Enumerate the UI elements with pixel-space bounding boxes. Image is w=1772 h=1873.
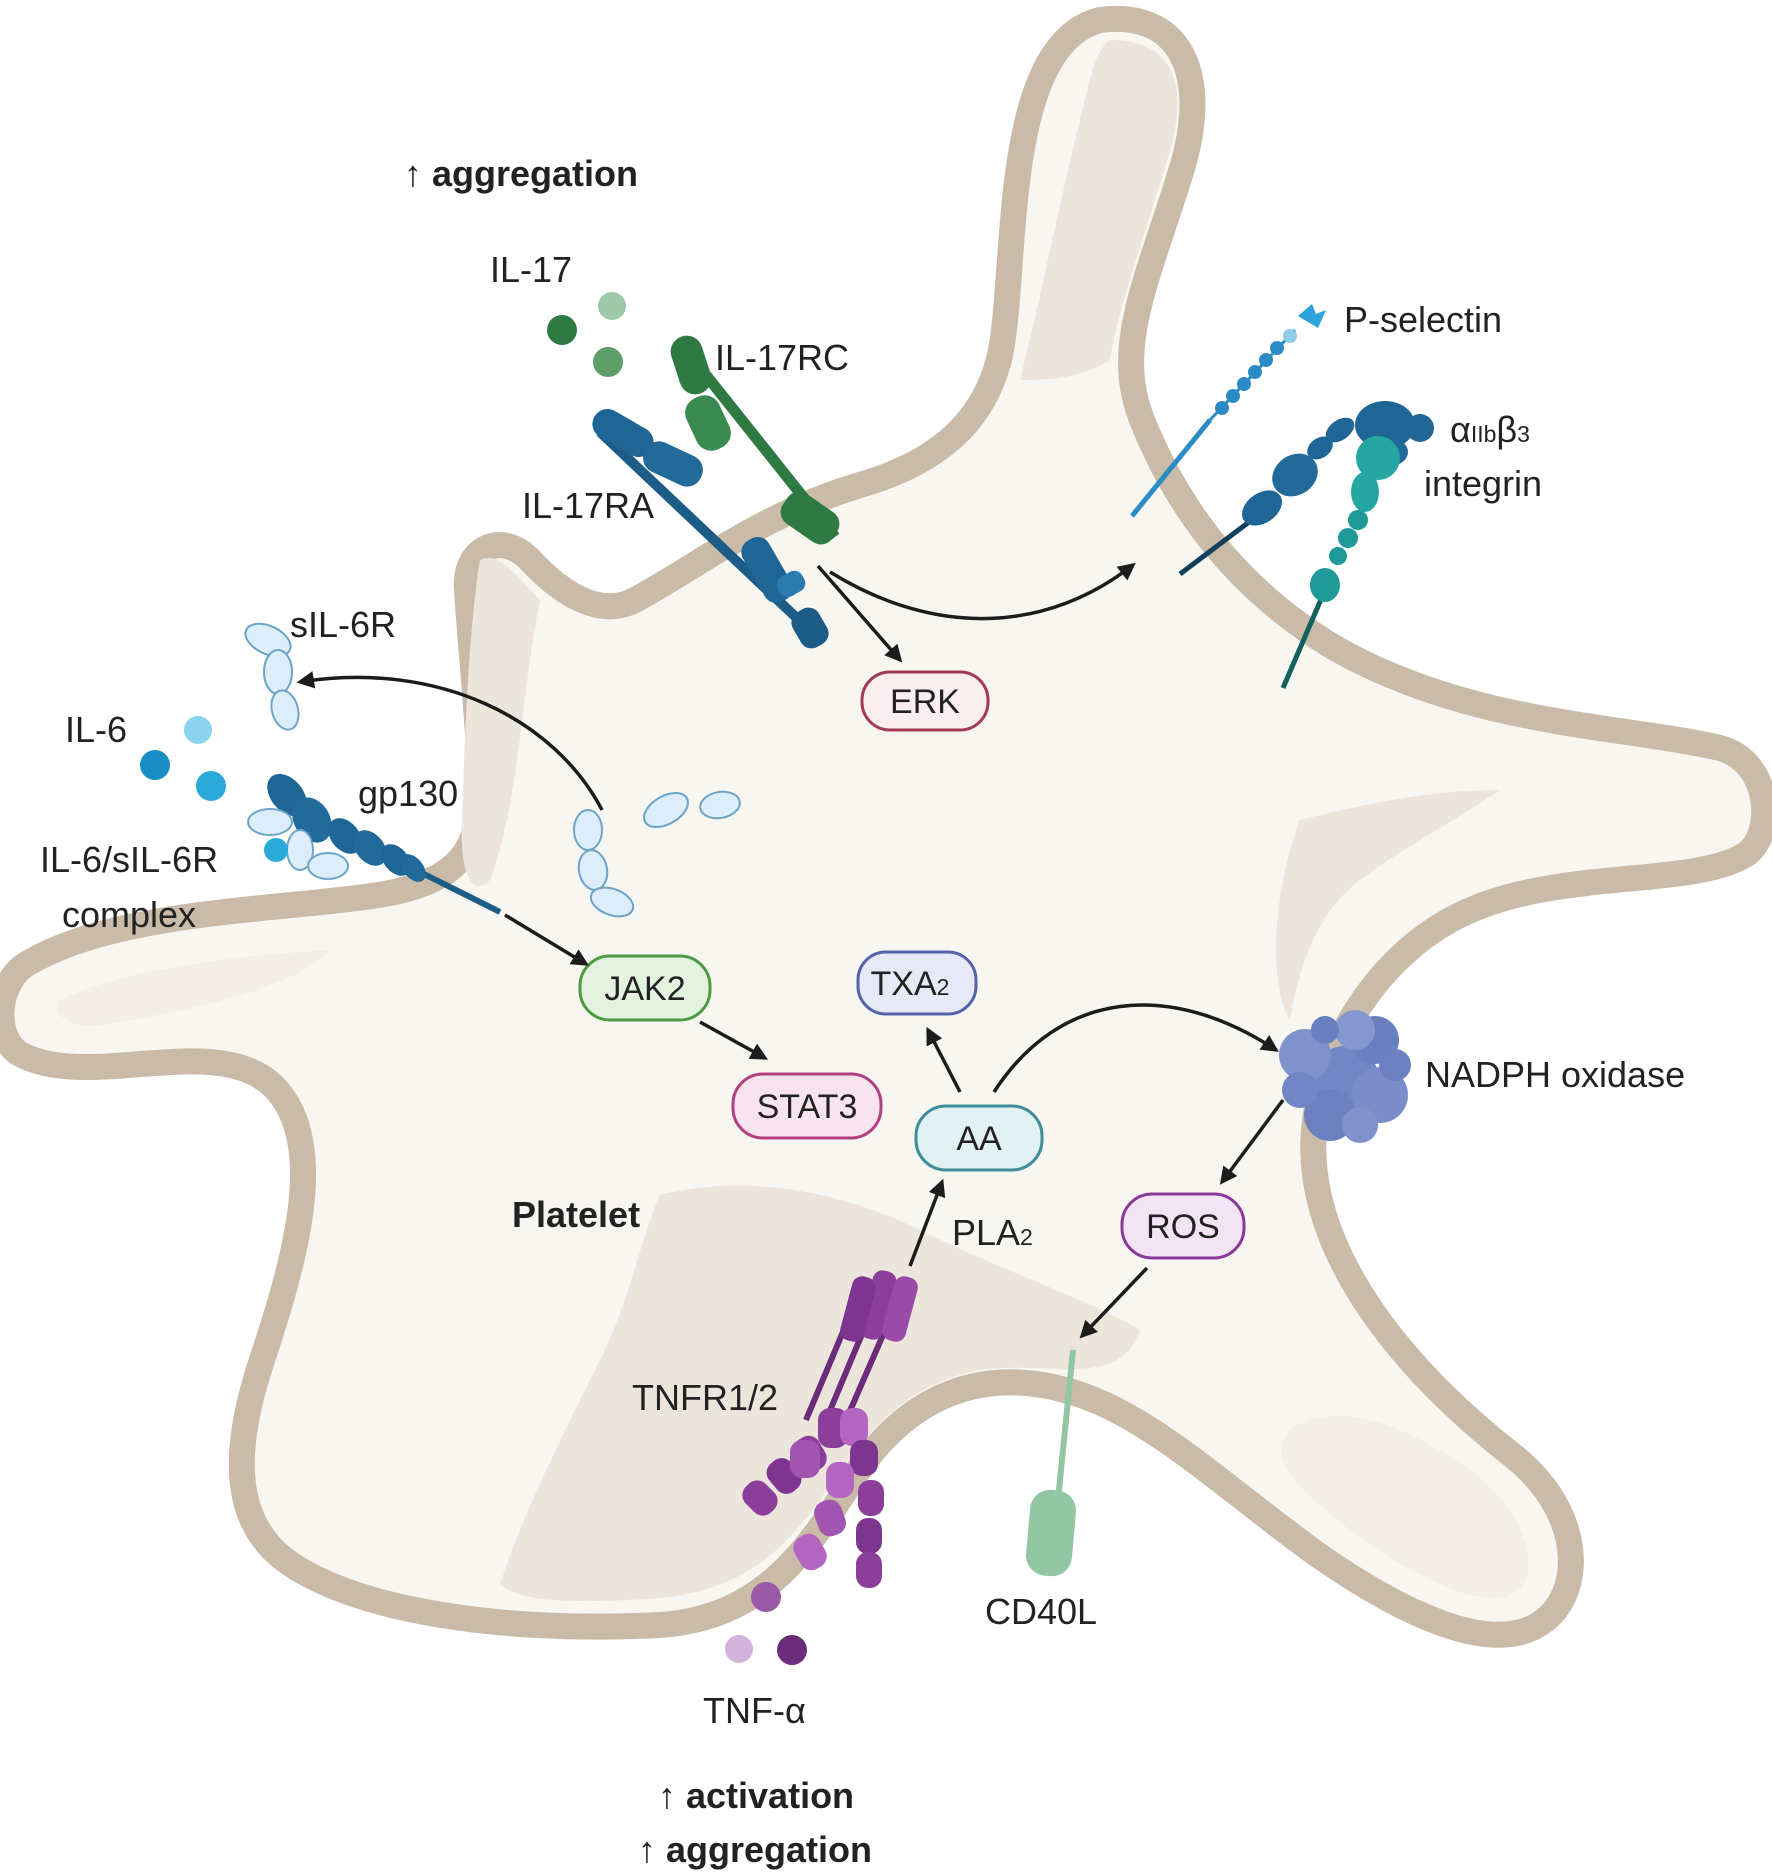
arrow-aa-to-txa2 [926, 1026, 962, 1093]
inner-zone-top [1020, 40, 1178, 380]
effect-activation-bottom: ↑ activation [658, 1775, 854, 1816]
il-17ra-label: IL-17RA [522, 485, 654, 526]
ros-label: ROS [1146, 1208, 1220, 1246]
arrow-sil6r-shedding [296, 671, 604, 811]
nadph-oxidase-label: NADPH oxidase [1425, 1054, 1685, 1095]
il-6-complex-label-line2: complex [62, 894, 196, 935]
pla2-sub: 2 [1020, 1224, 1033, 1250]
integrin-symbol-label: αIIbβ3 [1450, 409, 1530, 450]
cd40l-label: CD40L [985, 1591, 1097, 1632]
arrow-il17-to-integrin [829, 562, 1136, 621]
il-6-particle [140, 750, 170, 780]
effect-aggregation-bottom: ↑ aggregation [638, 1829, 872, 1870]
il-17ra-receptor [592, 409, 829, 649]
arrow-il17ra-to-erk [816, 564, 903, 663]
p-selectin-label: P-selectin [1344, 299, 1502, 340]
il-17-ligands [547, 292, 626, 377]
tnf-alpha-ligands [725, 1582, 807, 1665]
tnf-alpha-particle [777, 1635, 807, 1665]
aa-node: AA [914, 1104, 1044, 1172]
arrow-aa-to-nadph [992, 1003, 1279, 1093]
erk-node: ERK [860, 670, 990, 732]
platelet-label: Platelet [512, 1194, 640, 1235]
integrin-alphaiib-beta3 [1178, 401, 1434, 689]
inner-zone-right [1276, 790, 1500, 1020]
sil-6r-outside [244, 622, 300, 731]
p-selectin [1130, 304, 1326, 518]
aa-label: AA [956, 1120, 1002, 1158]
arrow-tnfr-to-aa [908, 1178, 946, 1267]
tnf-alpha-particle [725, 1635, 753, 1663]
arrow-jak2-to-stat3 [699, 1020, 769, 1060]
ros-node: ROS [1120, 1192, 1246, 1260]
il-17-particle [598, 292, 626, 320]
tnfr1-2-receptor [742, 1270, 918, 1588]
txa2-label: TXA2 [871, 965, 950, 1003]
il-17rc-receptor [670, 335, 840, 545]
tnfr1-2-label: TNFR1/2 [632, 1377, 778, 1418]
stat3-label: STAT3 [757, 1088, 858, 1126]
il-6-particle [196, 771, 226, 801]
integrin-alpha-sub: IIb [1471, 421, 1497, 447]
txa2-node: TXA2 [856, 950, 978, 1016]
txa2-main: TXA [871, 965, 937, 1003]
tnf-alpha-particle [751, 1582, 781, 1612]
il-6-complex-label-line1: IL-6/sIL-6R [40, 839, 218, 880]
sil-6r-inside [573, 790, 741, 918]
nadph-oxidase-complex [1279, 1010, 1411, 1143]
il-17rc-label: IL-17RC [715, 337, 849, 378]
pla2-label: PLA2 [952, 1212, 1033, 1253]
il-6-particle [184, 716, 212, 744]
jak2-node: JAK2 [578, 954, 712, 1022]
arrow-nadph-to-ros [1219, 1098, 1285, 1185]
pla2-main: PLA [952, 1212, 1020, 1253]
pseudopod-highlight-left [57, 950, 330, 1026]
effect-aggregation-top: ↑ aggregation [404, 153, 638, 194]
arrow-gp130-to-jak2 [504, 913, 589, 966]
erk-label: ERK [890, 683, 960, 721]
txa2-sub: 2 [937, 974, 950, 1000]
stat3-node: STAT3 [731, 1072, 883, 1140]
il-17-particle [547, 315, 577, 345]
cd40l [1026, 1349, 1076, 1577]
il-17-label: IL-17 [490, 249, 572, 290]
gp130-label: gp130 [358, 773, 458, 814]
arrow-ros-to-cd40l [1079, 1266, 1149, 1339]
integrin-beta: β [1496, 409, 1517, 450]
integrin-alpha: α [1450, 409, 1471, 450]
jak2-label: JAK2 [604, 970, 685, 1008]
integrin-beta-sub: 3 [1517, 421, 1530, 447]
gp130-complex [247, 773, 502, 915]
integrin-word-label: integrin [1424, 463, 1542, 504]
il-6-ligands [140, 716, 226, 801]
il-6-label: IL-6 [65, 709, 127, 750]
tnf-alpha-label: TNF-α [703, 1690, 806, 1731]
inner-zone-left [461, 558, 540, 887]
pseudopod-highlight-right [1281, 1415, 1529, 1598]
il-17-particle [593, 347, 623, 377]
sil-6r-label: sIL-6R [290, 604, 396, 645]
